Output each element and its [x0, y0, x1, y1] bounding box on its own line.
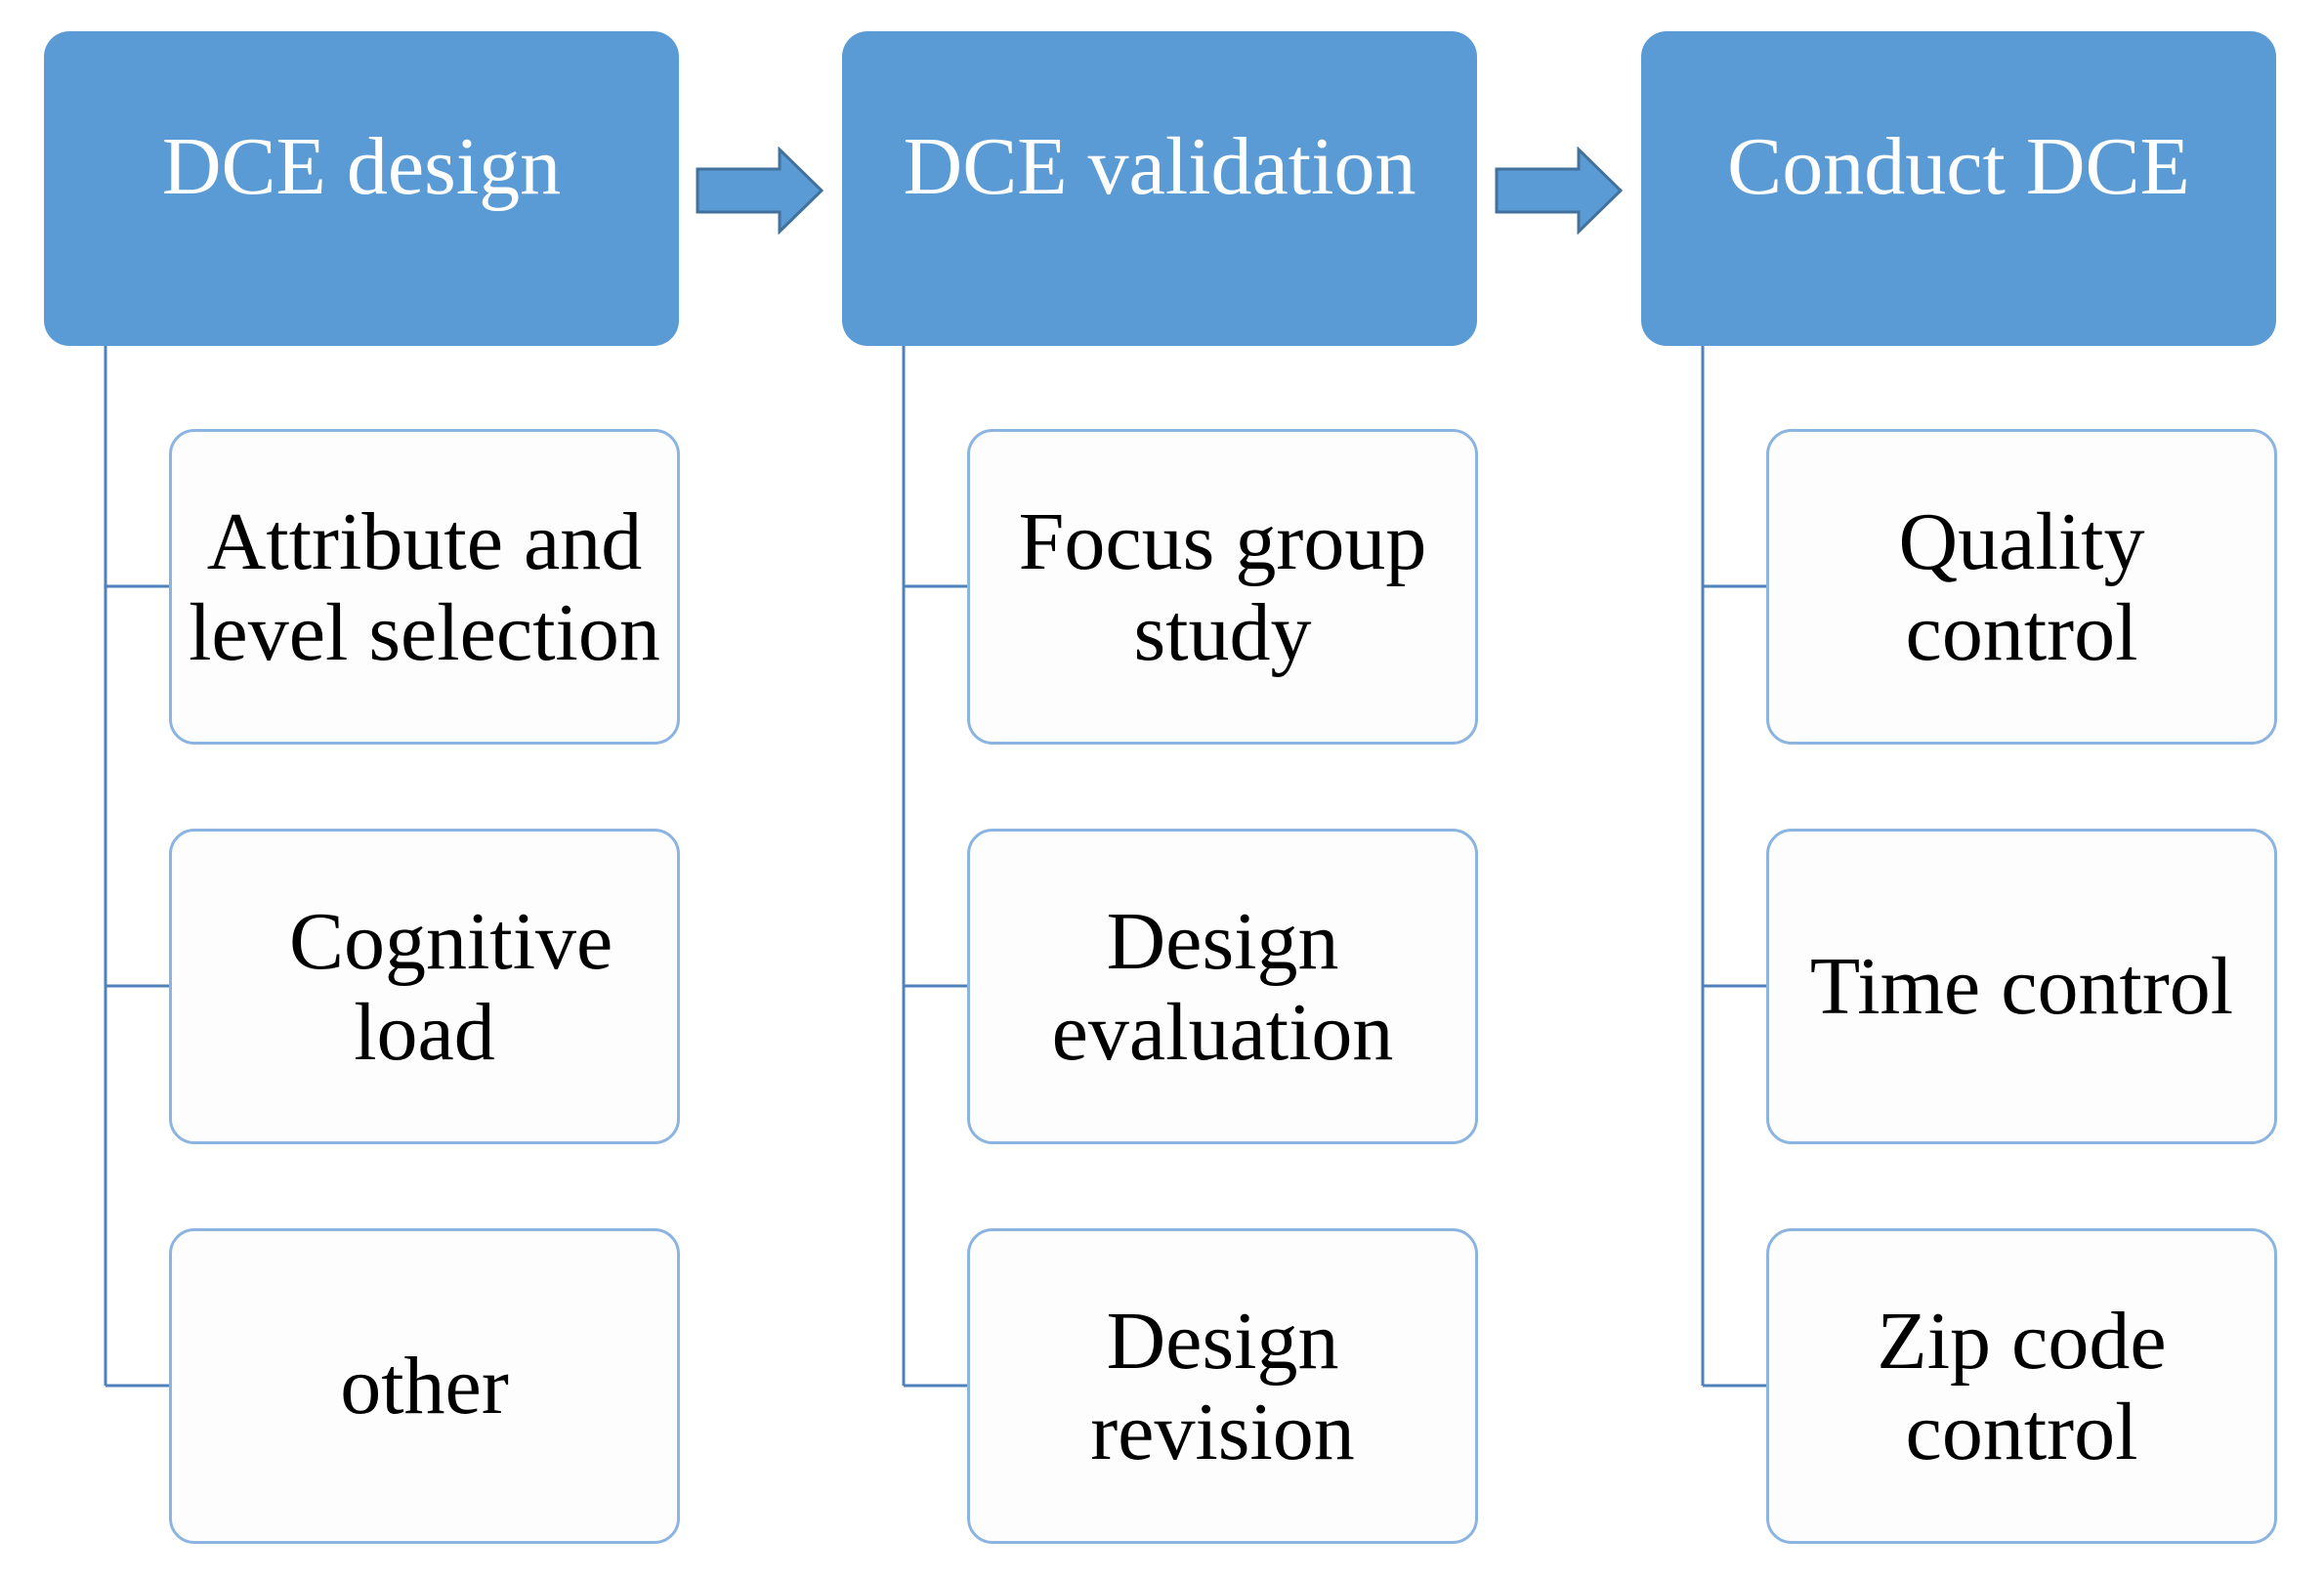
right-arrow-icon — [696, 147, 824, 235]
header-dce-design: DCE design — [44, 31, 679, 346]
item-design-revision: Design revision — [967, 1228, 1478, 1544]
item-label: Design revision — [1090, 1295, 1355, 1477]
item-time-control: Time control — [1766, 829, 2277, 1144]
item-quality-control: Quality control — [1766, 429, 2277, 745]
item-attribute-level-selection: Attribute and level selection — [169, 429, 680, 745]
item-label: Zip code control — [1877, 1295, 2167, 1477]
item-focus-group-study: Focus group study — [967, 429, 1478, 745]
item-label: Design evaluation — [1051, 895, 1394, 1078]
item-label: Cognitive load — [289, 895, 613, 1078]
item-label: other — [340, 1341, 509, 1432]
item-other: other — [169, 1228, 680, 1544]
item-cognitive-load: Cognitive load — [169, 829, 680, 1144]
item-zip-code-control: Zip code control — [1766, 1228, 2277, 1544]
right-arrow-icon — [1495, 147, 1624, 235]
item-label: Attribute and level selection — [189, 495, 660, 678]
header-label: Conduct DCE — [1727, 120, 2190, 212]
header-dce-validation: DCE validation — [842, 31, 1477, 346]
item-label: Focus group study — [1018, 495, 1427, 678]
header-conduct-dce: Conduct DCE — [1641, 31, 2276, 346]
item-label: Time control — [1809, 941, 2234, 1032]
header-label: DCE validation — [903, 120, 1416, 212]
header-label: DCE design — [161, 120, 562, 212]
item-label: Quality control — [1898, 495, 2145, 678]
item-design-evaluation: Design evaluation — [967, 829, 1478, 1144]
